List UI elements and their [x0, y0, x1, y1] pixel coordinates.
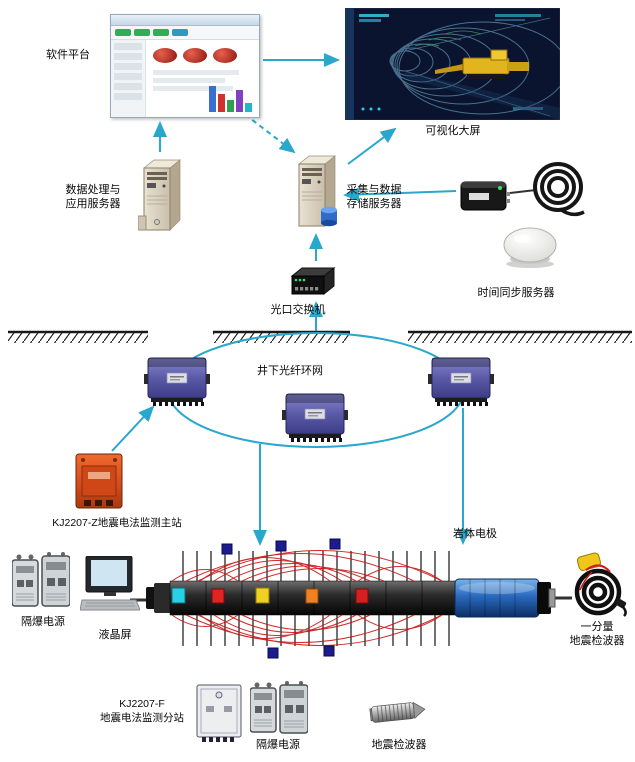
probe-segments [469, 579, 516, 617]
software-window-toolbar [111, 26, 259, 40]
toolbar-chip [172, 29, 188, 36]
rod-left-cap [154, 583, 172, 613]
lcd-label: 液晶屏 [98, 629, 132, 641]
electrode-block-orange [305, 588, 319, 604]
link-mainstation-to-substation [111, 405, 155, 452]
sidebar-row [114, 73, 142, 80]
borehole-assembly [146, 538, 556, 659]
cable-sync-to-coil [509, 189, 537, 194]
rod-electrode-blocks [171, 587, 369, 604]
tunnel-floor [405, 71, 560, 120]
network-connectors [111, 53, 470, 546]
electrode-block-cyan [171, 587, 186, 604]
time-sync-receiver [460, 176, 510, 214]
visualization-screen [344, 7, 568, 121]
time-sync-label: 时间同步服务器 [477, 287, 555, 299]
table-row [153, 78, 225, 83]
geophone-device [368, 693, 427, 731]
main-station-label: KJ2207-Z地震电法监测主站 [52, 517, 182, 529]
table-row [153, 70, 239, 75]
screen-hud-text [359, 14, 543, 111]
software-platform-label: 软件平台 [46, 49, 90, 61]
app-server-label: 数据处理与 应用服务器 [52, 183, 134, 212]
status-ellipse [213, 48, 237, 63]
substation-f-device [196, 684, 242, 742]
electrode-ticks-bottom [182, 615, 450, 646]
rod-right-cap [537, 582, 551, 614]
link-storage-to-bigscreen [347, 127, 397, 165]
software-window-titlebar [111, 15, 259, 26]
flameproof-power-bottom-label: 隔爆电源 [256, 739, 300, 751]
software-platform-window [110, 14, 260, 118]
database-cylinder-icon [321, 206, 337, 227]
fiber-ring-label: 井下光纤环网 [257, 365, 323, 377]
one-component-label-line2: 地震检波器 [569, 635, 625, 648]
storage-server-label-line1: 采集与数据 [346, 184, 402, 196]
one-component-geophone-label: 一分量 地震检波器 [562, 620, 632, 649]
table-row [153, 86, 233, 91]
substation-label-line1: KJ2207-F [119, 698, 165, 710]
bar [209, 86, 216, 112]
rock-electrode-markers [221, 538, 341, 659]
storage-server-label-line2: 存储服务器 [346, 198, 402, 211]
bar [227, 100, 234, 112]
storage-server-label: 采集与数据 存储服务器 [338, 183, 410, 212]
status-ellipse [153, 48, 177, 63]
ground-surface [8, 330, 632, 343]
ring-substation-right [428, 356, 494, 407]
flameproof-power-left-label: 隔爆电源 [21, 616, 65, 628]
ring-substation-left [144, 356, 210, 407]
app-server-label-line2: 应用服务器 [65, 198, 121, 211]
electrode-block-yellow [255, 587, 270, 604]
geophone-label: 地震检波器 [371, 739, 427, 751]
substation-label-line2: 地震电法监测分站 [100, 711, 184, 724]
rock-electrode-label: 岩体电极 [453, 528, 497, 540]
electrode-block-red-2 [355, 588, 369, 604]
bar [245, 103, 252, 112]
tunnel-visualization [344, 7, 568, 121]
software-window-sidebar [111, 40, 146, 117]
gps-antenna-dome [500, 226, 560, 270]
big-screen-label: 可视化大屏 [425, 125, 481, 137]
sidebar-row [114, 83, 142, 90]
toolbar-chip [115, 29, 131, 36]
mini-bar-chart [209, 84, 252, 112]
electrode-block-red-1 [211, 588, 225, 604]
sidebar-row [114, 93, 142, 100]
ring-substation-center [282, 392, 348, 443]
rod-left-tip [146, 587, 156, 609]
lcd-monitor-device [79, 555, 141, 614]
sidebar-row [114, 43, 142, 50]
bar [218, 94, 225, 112]
probe-sheen [459, 582, 535, 594]
app-server-tower [137, 156, 184, 236]
one-component-label-line1: 一分量 [580, 621, 614, 633]
sidebar-row [114, 53, 142, 60]
one-component-geophone-device [566, 548, 630, 618]
sidebar-row [114, 63, 142, 70]
rod-right-flange [548, 588, 556, 608]
storage-server-tower [293, 152, 339, 232]
status-ellipse [183, 48, 207, 63]
field-lines [171, 550, 443, 646]
toolbar-chip [134, 29, 150, 36]
roadheader-machine [435, 49, 529, 79]
flameproof-power-bottom-device [249, 680, 309, 736]
flameproof-power-left-device [11, 552, 71, 610]
app-server-label-line1: 数据处理与 [65, 184, 121, 196]
tunnel-mesh [414, 30, 482, 47]
bar [236, 90, 243, 112]
main-station-device [74, 452, 124, 510]
toolbar-chip [153, 29, 169, 36]
cable-coil [528, 160, 588, 222]
link-sync-to-storage [343, 187, 457, 202]
optical-switch-device [288, 264, 336, 298]
screen-side-menu [345, 8, 354, 120]
software-window-body [111, 40, 259, 117]
substation-label: KJ2207-F 地震电法监测分站 [96, 698, 188, 725]
optical-switch-label: 光口交换机 [270, 304, 326, 316]
